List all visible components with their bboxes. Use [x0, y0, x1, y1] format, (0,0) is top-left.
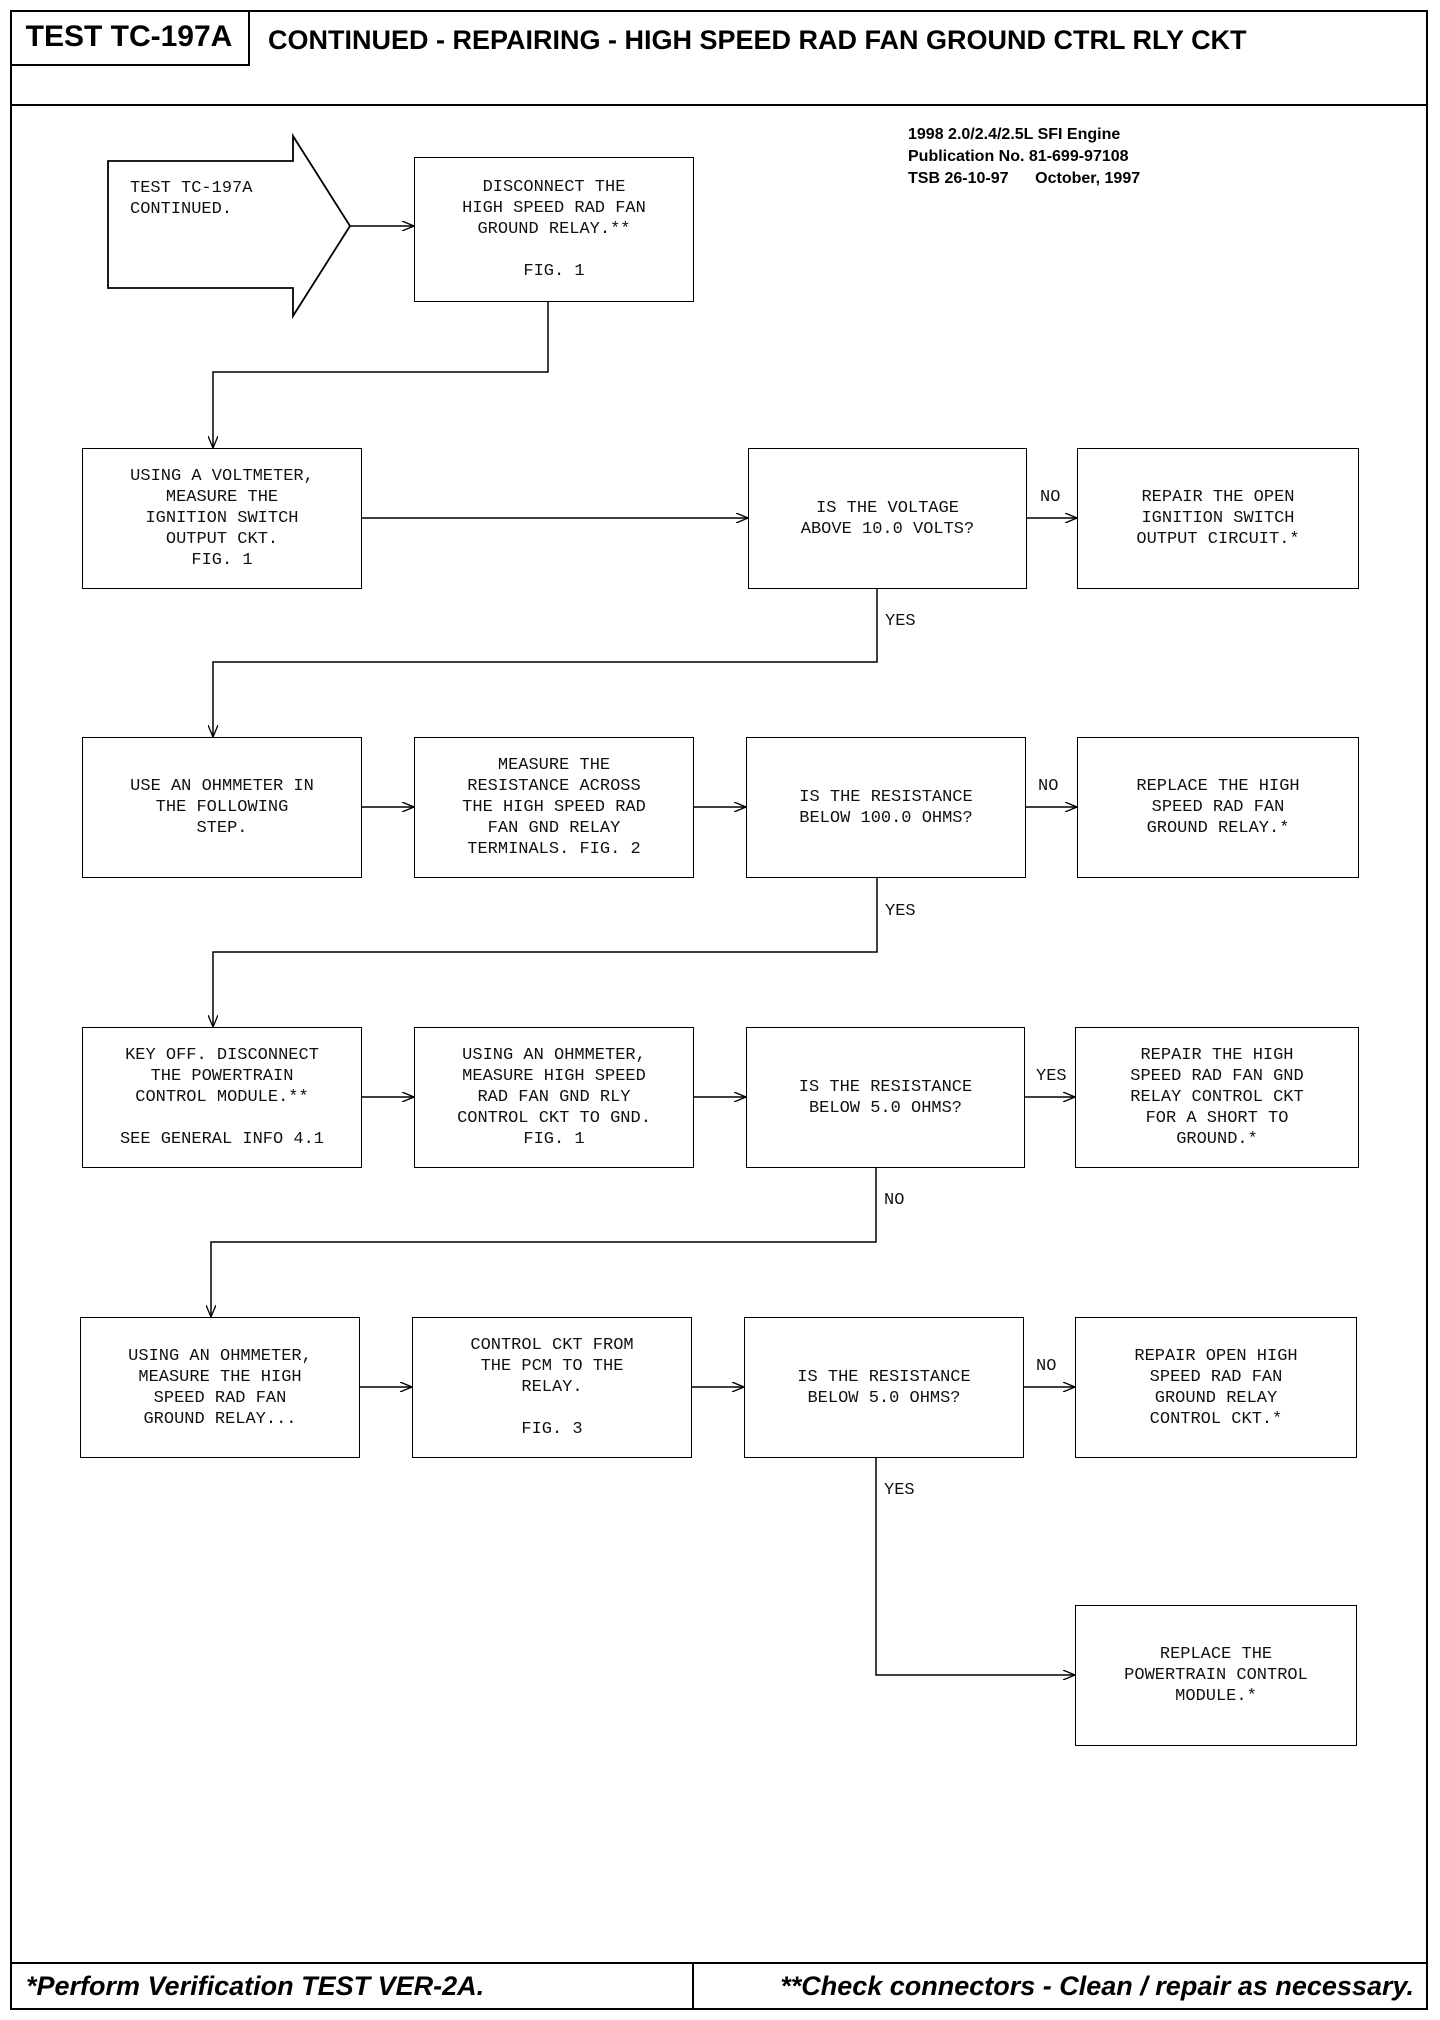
step-measure-relay: USING AN OHMMETER, MEASURE THE HIGH SPEE… [80, 1317, 360, 1458]
footer-column-divider [692, 1962, 694, 2010]
label-res100-yes: YES [885, 902, 916, 921]
step-measure-resistance: MEASURE THE RESISTANCE ACROSS THE HIGH S… [414, 737, 694, 878]
start-arrow-shape [107, 132, 352, 320]
action-replace-relay: REPLACE THE HIGH SPEED RAD FAN GROUND RE… [1077, 737, 1359, 878]
publication-info: 1998 2.0/2.4/2.5L SFI Engine Publication… [908, 124, 1288, 190]
step-key-off-text: KEY OFF. DISCONNECT THE POWERTRAIN CONTR… [119, 1046, 325, 1149]
step-disconnect-relay: DISCONNECT THE HIGH SPEED RAD FAN GROUND… [414, 157, 694, 302]
page-title: CONTINUED - REPAIRING - HIGH SPEED RAD F… [268, 24, 1247, 55]
decision-voltage-text: IS THE VOLTAGE ABOVE 10.0 VOLTS? [800, 498, 975, 539]
decision-resistance-5-a: IS THE RESISTANCE BELOW 5.0 OHMS? [746, 1027, 1025, 1168]
label-res5-a-yes: YES [1036, 1067, 1067, 1086]
footer-divider [10, 1962, 1428, 1964]
decision-resistance-100: IS THE RESISTANCE BELOW 100.0 OHMS? [746, 737, 1026, 878]
decision-resistance-100-text: IS THE RESISTANCE BELOW 100.0 OHMS? [799, 787, 973, 828]
label-voltage-yes: YES [885, 612, 916, 631]
step-key-off: KEY OFF. DISCONNECT THE POWERTRAIN CONTR… [82, 1027, 362, 1168]
connector-res5-q2-yes [875, 1458, 1075, 1675]
action-replace-pcm-text: REPLACE THE POWERTRAIN CONTROL MODULE.* [1124, 1645, 1308, 1706]
test-id-label: TEST TC-197A [10, 10, 250, 66]
decision-voltage: IS THE VOLTAGE ABOVE 10.0 VOLTS? [748, 448, 1027, 589]
start-continued-text: TEST TC-197A CONTINUED. [130, 179, 253, 219]
step-measure-control-ckt-text: USING AN OHMMETER, MEASURE HIGH SPEED RA… [457, 1046, 651, 1149]
step-control-ckt-pcm-text: CONTROL CKT FROM THE PCM TO THE RELAY. F… [470, 1336, 634, 1439]
step-disconnect-relay-text: DISCONNECT THE HIGH SPEED RAD FAN GROUND… [462, 178, 646, 281]
action-repair-ignition: REPAIR THE OPEN IGNITION SWITCH OUTPUT C… [1077, 448, 1359, 589]
action-replace-pcm: REPLACE THE POWERTRAIN CONTROL MODULE.* [1075, 1605, 1357, 1746]
action-repair-short-text: REPAIR THE HIGH SPEED RAD FAN GND RELAY … [1130, 1046, 1304, 1149]
step-use-ohmmeter-text: USE AN OHMMETER IN THE FOLLOWING STEP. [130, 777, 314, 838]
pub-number: Publication No. 81-699-97108 [908, 148, 1129, 165]
header-divider [10, 104, 1428, 106]
action-repair-open-text: REPAIR OPEN HIGH SPEED RAD FAN GROUND RE… [1134, 1346, 1298, 1429]
step-measure-ignition: USING A VOLTMETER, MEASURE THE IGNITION … [82, 448, 362, 589]
label-res5-b-yes: YES [884, 1481, 915, 1500]
pub-tsb-date: TSB 26-10-97 October, 1997 [908, 170, 1141, 187]
action-repair-ignition-text: REPAIR THE OPEN IGNITION SWITCH OUTPUT C… [1136, 488, 1300, 549]
label-res100-no: NO [1038, 777, 1059, 796]
decision-resistance-5-b-text: IS THE RESISTANCE BELOW 5.0 OHMS? [797, 1367, 971, 1408]
action-replace-relay-text: REPLACE THE HIGH SPEED RAD FAN GROUND RE… [1136, 777, 1300, 838]
connector-disconnect-to-measure-ign [213, 302, 549, 448]
pub-engine: 1998 2.0/2.4/2.5L SFI Engine [908, 126, 1121, 143]
action-repair-open: REPAIR OPEN HIGH SPEED RAD FAN GROUND RE… [1075, 1317, 1357, 1458]
connector-res100-yes [213, 878, 878, 1027]
step-use-ohmmeter: USE AN OHMMETER IN THE FOLLOWING STEP. [82, 737, 362, 878]
label-voltage-no: NO [1040, 488, 1061, 507]
connector-res5-q1-no [211, 1168, 877, 1317]
footer-connector-note: **Check connectors - Clean / repair as n… [780, 1970, 1414, 2001]
label-res5-a-no: NO [884, 1191, 905, 1210]
decision-resistance-5-a-text: IS THE RESISTANCE BELOW 5.0 OHMS? [798, 1077, 973, 1118]
step-measure-control-ckt: USING AN OHMMETER, MEASURE HIGH SPEED RA… [414, 1027, 694, 1168]
step-control-ckt-pcm: CONTROL CKT FROM THE PCM TO THE RELAY. F… [412, 1317, 692, 1458]
step-measure-resistance-text: MEASURE THE RESISTANCE ACROSS THE HIGH S… [462, 756, 646, 859]
decision-resistance-5-b: IS THE RESISTANCE BELOW 5.0 OHMS? [744, 1317, 1024, 1458]
footer-verification-note: *Perform Verification TEST VER-2A. [26, 1970, 485, 2001]
action-repair-short: REPAIR THE HIGH SPEED RAD FAN GND RELAY … [1075, 1027, 1359, 1168]
step-measure-ignition-text: USING A VOLTMETER, MEASURE THE IGNITION … [130, 467, 314, 570]
label-res5-b-no: NO [1036, 1357, 1057, 1376]
step-measure-relay-text: USING AN OHMMETER, MEASURE THE HIGH SPEE… [128, 1346, 312, 1429]
connector-voltage-yes [213, 589, 878, 737]
